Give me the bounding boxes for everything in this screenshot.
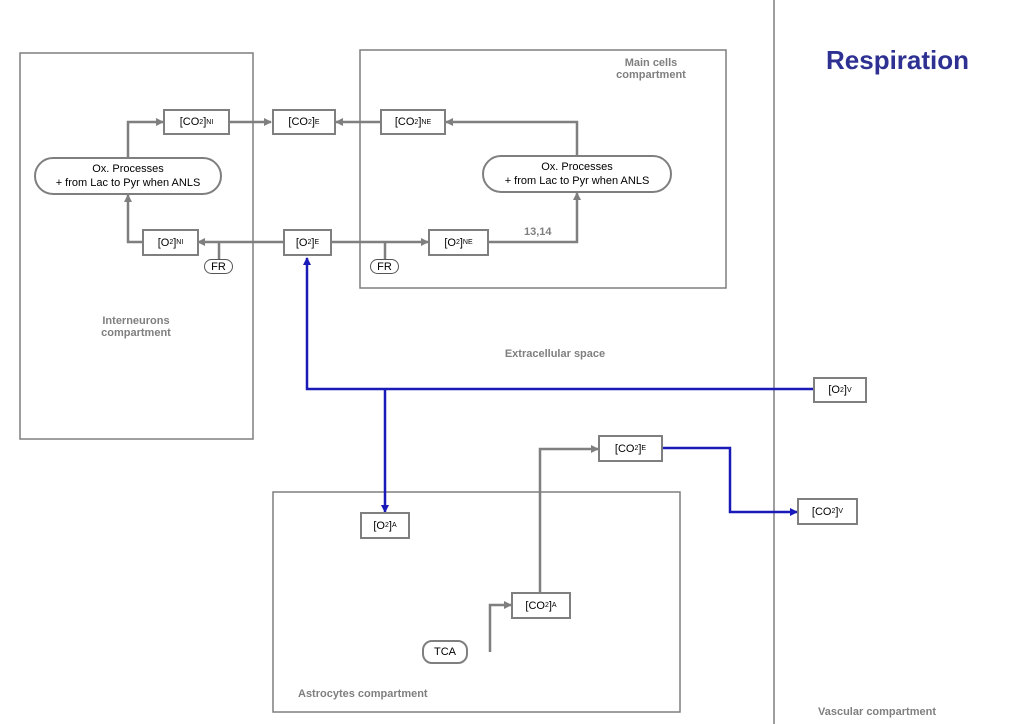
main-cells-label: Main cells compartment [596, 57, 706, 81]
astrocytes-label: Astrocytes compartment [298, 688, 428, 700]
interneurons-label-line1: Interneurons [102, 315, 170, 327]
interneurons-label-line2: compartment [101, 327, 171, 339]
edge-ox-left-to-co2ni [126, 118, 164, 157]
ox-processes-interneurons: Ox. Processes + from Lac to Pyr when ANL… [34, 157, 222, 195]
page-title: Respiration [826, 45, 970, 75]
extracellular-label: Extracellular space [504, 348, 606, 360]
edge-o2v-to-o2e [303, 257, 813, 391]
tca-node: TCA [422, 640, 468, 664]
fr-node-left: FR [204, 259, 233, 274]
fr-node-right: FR [370, 259, 399, 274]
main-cells-label-line2: compartment [616, 69, 686, 81]
ox-processes-main-cells: Ox. Processes + from Lac to Pyr when ANL… [482, 155, 672, 193]
edge-o2ni-to-ox-left [124, 194, 142, 244]
astrocytes-compartment [272, 491, 681, 713]
vascular-label: Vascular compartment [818, 706, 936, 718]
ox-processes-line2: + from Lac to Pyr when ANLS [504, 175, 650, 187]
interneurons-label: Interneurons compartment [81, 315, 191, 339]
edge-co2a-to-co2e [538, 445, 599, 592]
edge-ox-right-to-co2ne [445, 118, 579, 157]
edge-label-13-14: 13,14 [524, 226, 552, 238]
main-cells-label-line1: Main cells [624, 57, 678, 69]
edge-tca-to-co2a [488, 601, 512, 652]
interneurons-compartment [19, 52, 254, 440]
ox-processes-line2: + from Lac to Pyr when ANLS [55, 177, 201, 189]
main-cells-compartment [359, 49, 727, 289]
edge-o2ne-to-ox-right [489, 192, 581, 244]
ox-processes-line1: Ox. Processes [92, 163, 164, 175]
edge-co2e-to-co2v [663, 446, 798, 516]
ox-processes-line1: Ox. Processes [541, 161, 613, 173]
